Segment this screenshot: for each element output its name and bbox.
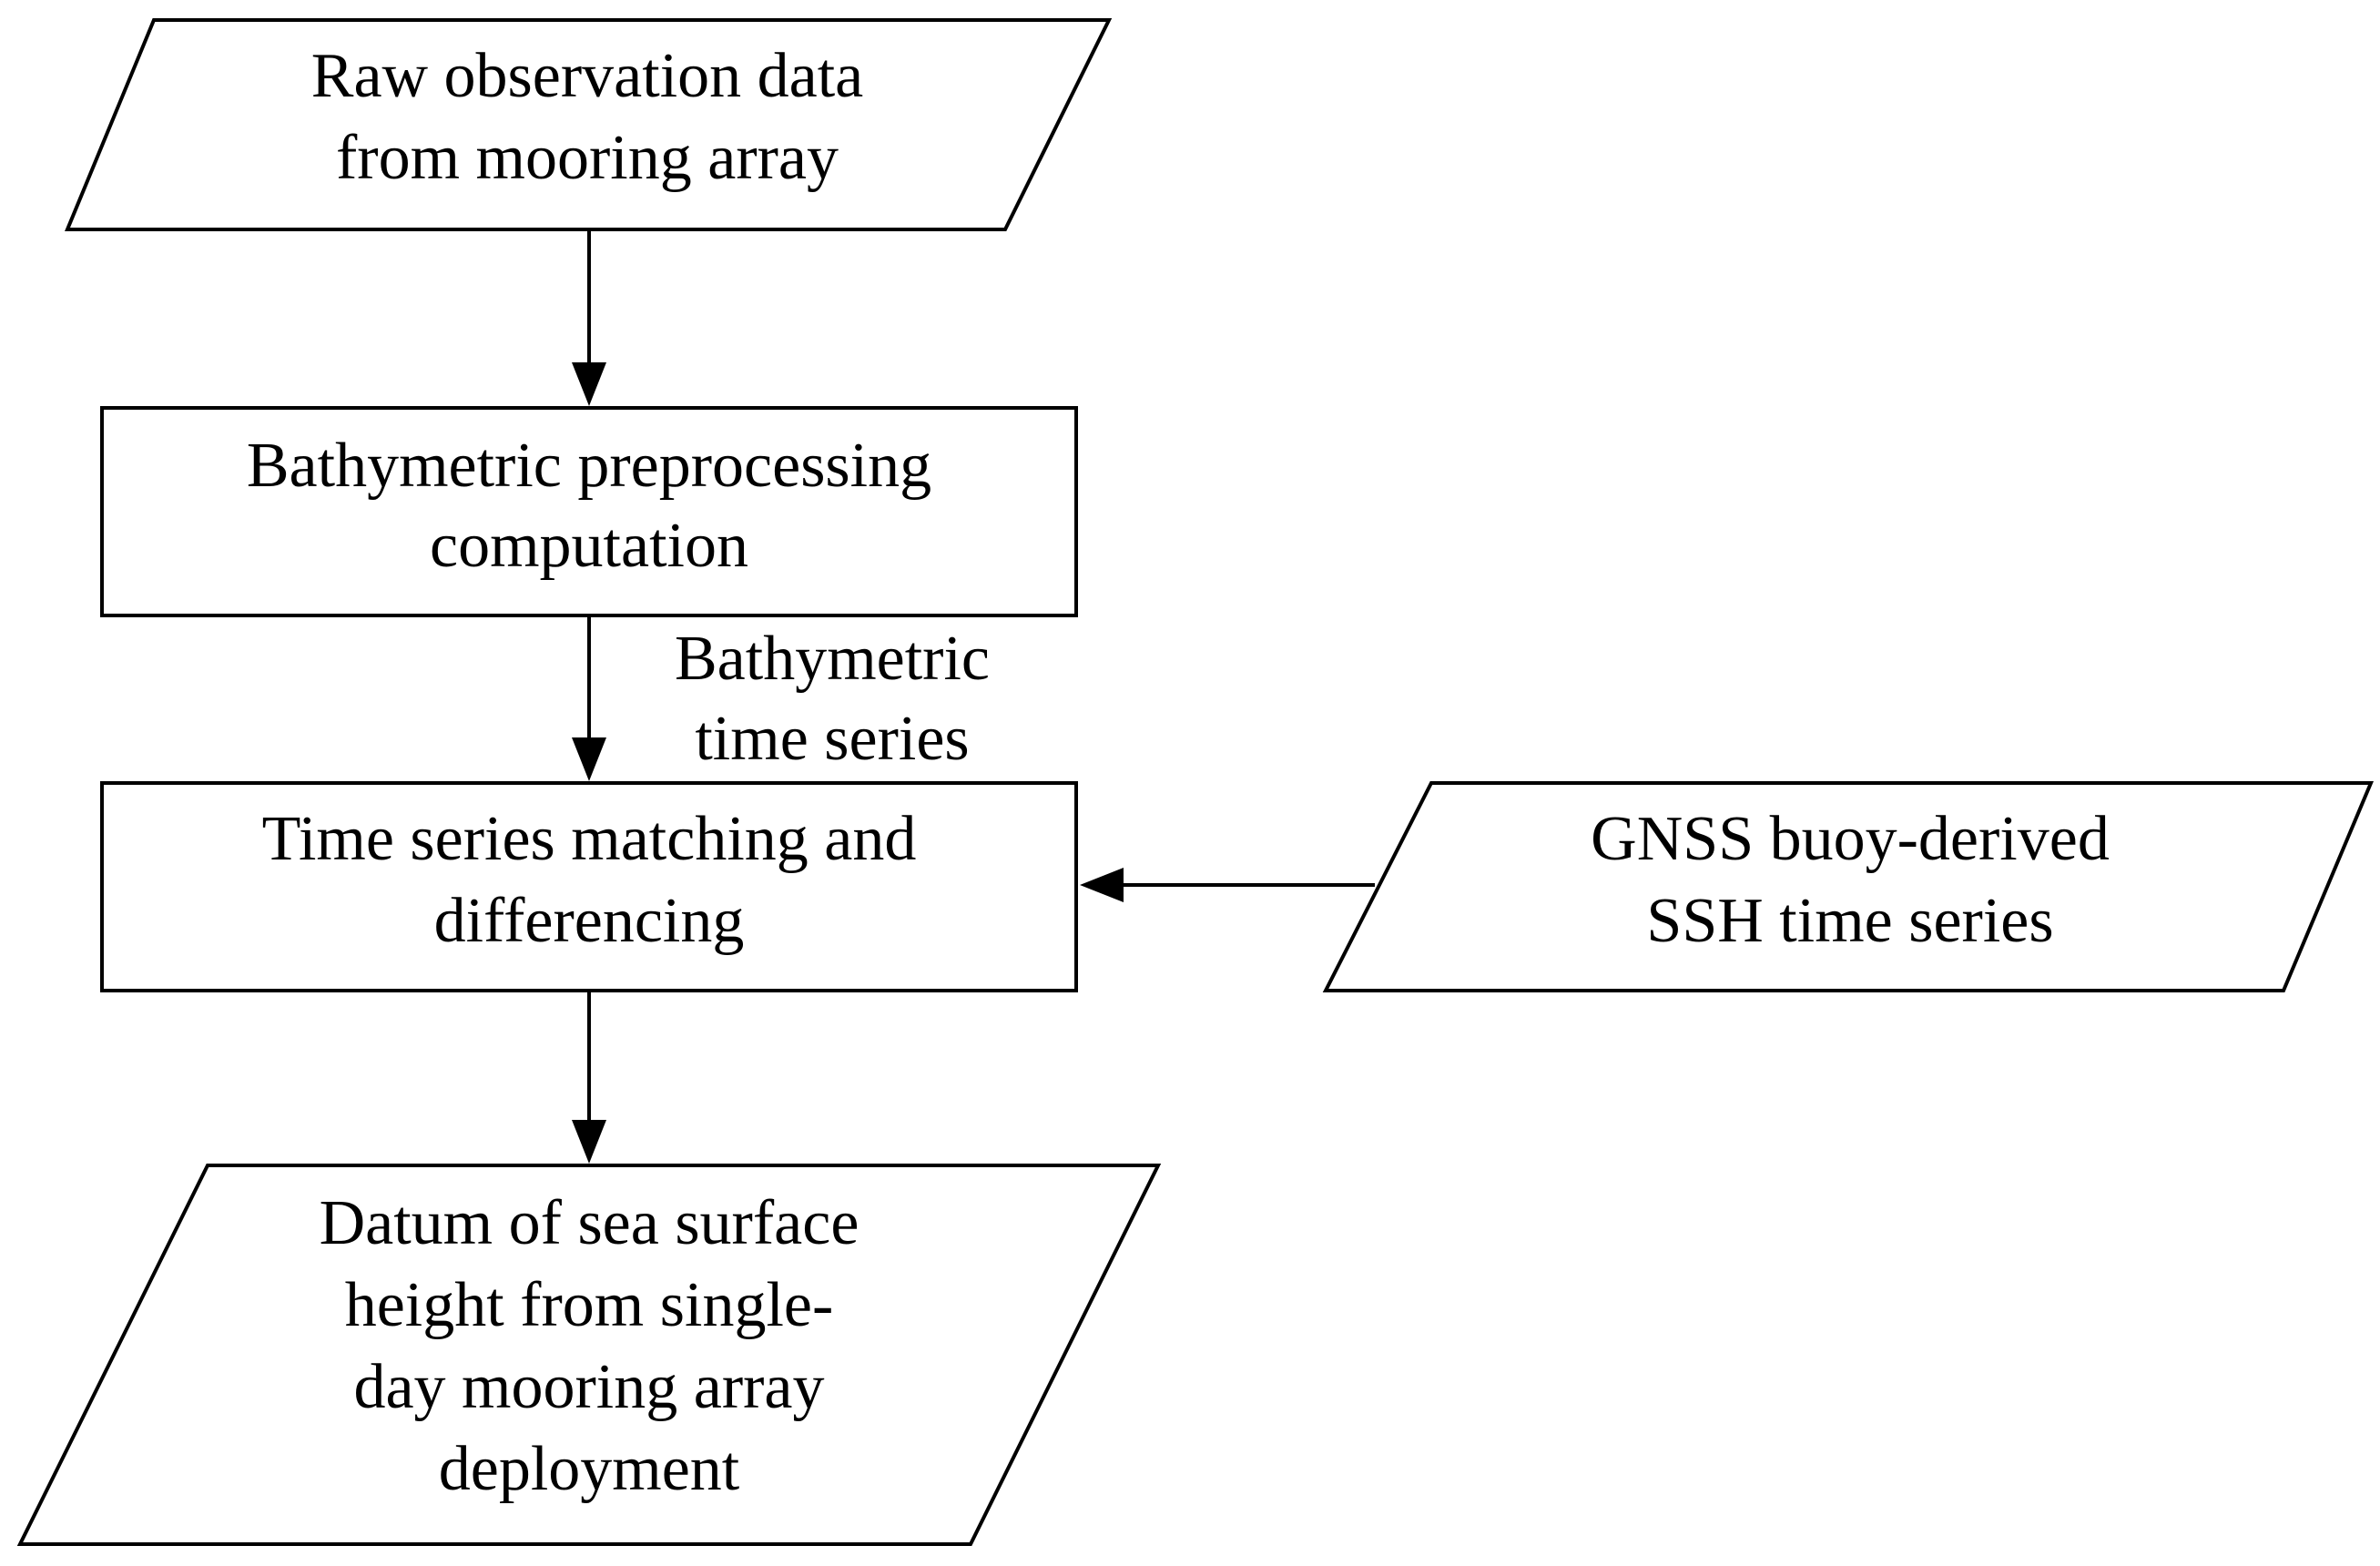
edge-matching-to-datum xyxy=(572,991,606,1164)
node-gnss-buoy-ssh: GNSS buoy-derived SSH time series xyxy=(1322,781,2375,992)
gnss-line-1: GNSS buoy-derived xyxy=(1591,804,2110,874)
datum-line-3: day mooring array xyxy=(353,1352,824,1422)
edge-gnss-to-matching xyxy=(1080,868,1375,902)
edge-raw-to-preprocessing xyxy=(572,229,606,406)
preprocessing-line-2: computation xyxy=(430,511,748,581)
node-datum-of-sea-surface: Datum of sea surface height from single-… xyxy=(16,1164,1162,1546)
gnss-parallelogram xyxy=(1322,781,2375,992)
datum-parallelogram xyxy=(16,1164,1162,1546)
gnss-line-2: SSH time series xyxy=(1646,886,2053,956)
node-bathymetric-preprocessing: Bathymetric preprocessing computation xyxy=(100,406,1078,617)
edge-label-line-2: time series xyxy=(695,704,969,774)
raw-data-parallelogram xyxy=(65,18,1113,231)
node-raw-observation-data: Raw observation data from mooring array xyxy=(65,18,1113,231)
preprocessing-line-1: Bathymetric preprocessing xyxy=(247,431,931,501)
edge-preprocessing-to-matching xyxy=(572,615,606,781)
raw-data-line-1: Raw observation data xyxy=(311,41,863,111)
datum-line-4: deployment xyxy=(439,1434,740,1504)
node-time-series-matching: Time series matching and differencing xyxy=(100,781,1078,992)
matching-rect xyxy=(100,781,1078,992)
matching-line-2: differencing xyxy=(434,886,745,956)
preprocessing-rect xyxy=(100,406,1078,617)
datum-line-1: Datum of sea surface xyxy=(320,1188,859,1258)
edge-label-bathymetric-time-series: Bathymetric time series xyxy=(675,624,990,774)
datum-line-2: height from single- xyxy=(345,1270,834,1340)
edge-label-line-1: Bathymetric xyxy=(675,624,990,694)
raw-data-line-2: from mooring array xyxy=(336,123,839,193)
matching-line-1: Time series matching and xyxy=(262,804,917,874)
